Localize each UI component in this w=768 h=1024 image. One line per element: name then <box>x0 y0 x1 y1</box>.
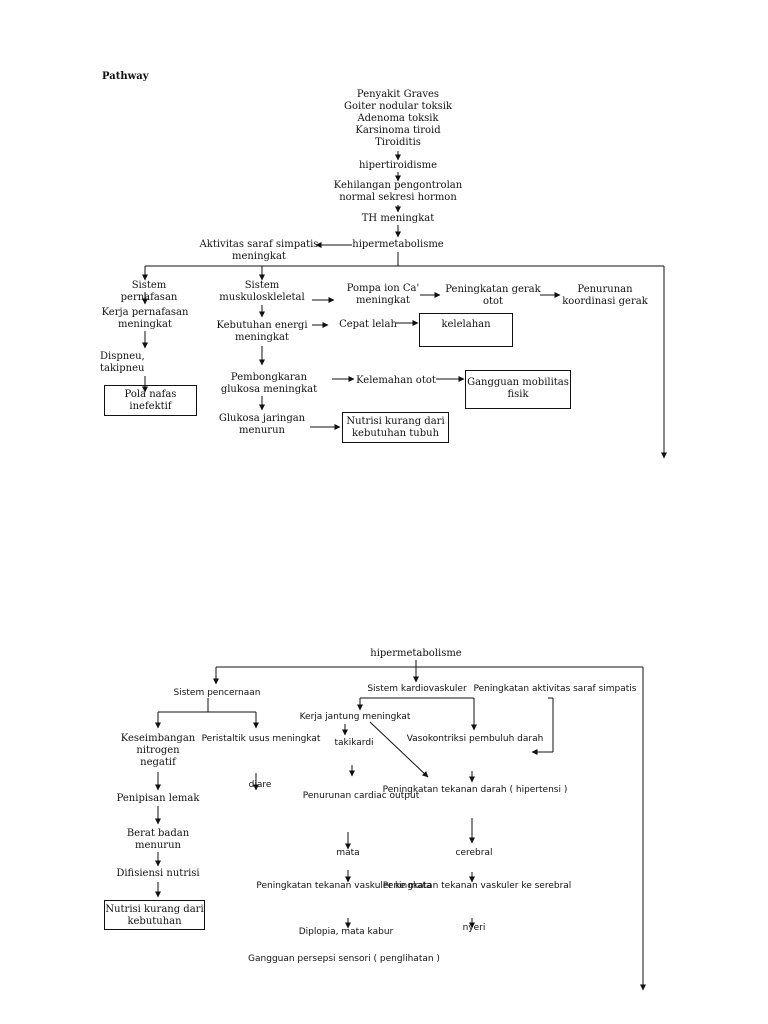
node-glukosa-menurun: Glukosa jaringan menurun <box>218 413 306 436</box>
node-takikardi: takikardi <box>334 738 374 748</box>
node-nutrisi-kurang-1: Nutrisi kurang dari kebutuhan tubuh <box>346 416 445 439</box>
node-kehilangan-pengontrolan: Kehilangan pengontrolan normal sekresi h… <box>333 180 463 203</box>
box-nutrisi-kurang-2 <box>104 900 205 930</box>
node-nyeri: nyeri <box>462 923 486 933</box>
node-kelelahan: kelelahan <box>441 319 491 330</box>
box-gangguan-mobilitas <box>465 370 571 409</box>
node-sistem-pencernaan: Sistem pencernaan <box>173 688 261 698</box>
node-sistem-kardiovaskuler: Sistem kardiovaskuler <box>367 684 467 694</box>
node-berat-badan: Berat badan menurun <box>126 828 190 851</box>
cause-item: Adenoma toksik <box>357 113 439 124</box>
node-kerja-jantung: Kerja jantung meningkat <box>299 712 411 722</box>
node-diplopia: Diplopia, mata kabur <box>298 927 394 937</box>
node-vasokontriksi: Vasokontriksi pembuluh darah <box>406 734 544 744</box>
node-hipertiroidisme: hipertiroidisme <box>358 160 438 171</box>
node-keseimbangan-nitrogen: Keseimbangan nitrogen negatif <box>120 733 196 768</box>
node-peristaltik-usus: Peristaltik usus meningkat <box>201 734 321 744</box>
cause-item: Karsinoma tiroid <box>355 125 441 136</box>
node-vaskuler-serebral: Peningkatan tekanan vaskuler ke serebral <box>382 881 572 891</box>
cause-item: Penyakit Graves <box>356 89 440 100</box>
edge-kerja-hipertensi <box>369 721 429 778</box>
node-penurunan-cardiac: Penurunan cardiac output <box>302 791 420 801</box>
node-pola-nafas: Pola nafas inefektif <box>124 389 177 412</box>
node-hipermetabolisme-1: hipermetabolisme <box>352 239 444 250</box>
node-sistem-pernafasan: Sistem pernafasan <box>120 280 178 303</box>
cause-item: Tiroiditis <box>375 137 421 148</box>
node-penurunan-koordinasi: Penurunan koordinasi gerak <box>562 284 648 307</box>
causes-list: Penyakit Graves Goiter nodular toksik Ad… <box>318 89 478 149</box>
node-diare: diare <box>248 780 272 790</box>
node-peningkatan-aktivitas-simpatis: Peningkatan aktivitas saraf simpatis <box>473 684 637 694</box>
node-kebutuhan-energi: Kebutuhan energi meningkat <box>216 320 308 343</box>
node-cerebral: cerebral <box>455 848 493 858</box>
node-vaskuler-mata: Peningkatan tekanan vaskuler ke mata <box>256 881 432 891</box>
node-pembongkaran: Pembongkaran glukosa meningkat <box>220 372 318 395</box>
node-nutrisi-kurang-2: Nutrisi kurang dari kebutuhan <box>105 904 204 927</box>
node-kelemahan-otot: Kelemahan otot <box>356 375 436 386</box>
node-sistem-musku: Sistem muskuloskleletal <box>219 280 305 303</box>
node-mata: mata <box>336 848 360 858</box>
box-nutrisi-kurang-1 <box>342 412 449 443</box>
page-title: Pathway <box>102 71 149 82</box>
node-aktivitas-saraf-simpatis: Aktivitas saraf simpatis meningkat <box>199 239 319 262</box>
node-kerja-pernafasan: Kerja pernafasan meningkat <box>101 307 189 330</box>
box-kelelahan <box>419 313 513 347</box>
node-penipisan-lemak: Penipisan lemak <box>116 793 200 804</box>
node-th-meningkat: TH meningkat <box>361 213 435 224</box>
cause-item: Goiter nodular toksik <box>343 101 452 112</box>
node-pompa-ion: Pompa ion Ca' meningkat <box>346 283 420 306</box>
node-peningkatan-gerak: Peningkatan gerak otot <box>445 284 541 307</box>
box-pola-nafas <box>104 385 197 416</box>
node-hipermetabolisme-2: hipermetabolisme <box>370 648 462 659</box>
node-gangguan-mobilitas: Gangguan mobilitas fisik <box>467 377 569 400</box>
node-gangguan-persepsi: Gangguan persepsi sensori ( penglihatan … <box>248 954 440 964</box>
node-hipertensi: Peningkatan tekanan darah ( hipertensi ) <box>382 785 568 795</box>
node-difisiensi-nutrisi: Difisiensi nutrisi <box>116 868 200 879</box>
node-dispneu: Dispneu, takipneu <box>100 351 145 374</box>
node-cepat-lelah: Cepat lelah <box>339 319 397 330</box>
